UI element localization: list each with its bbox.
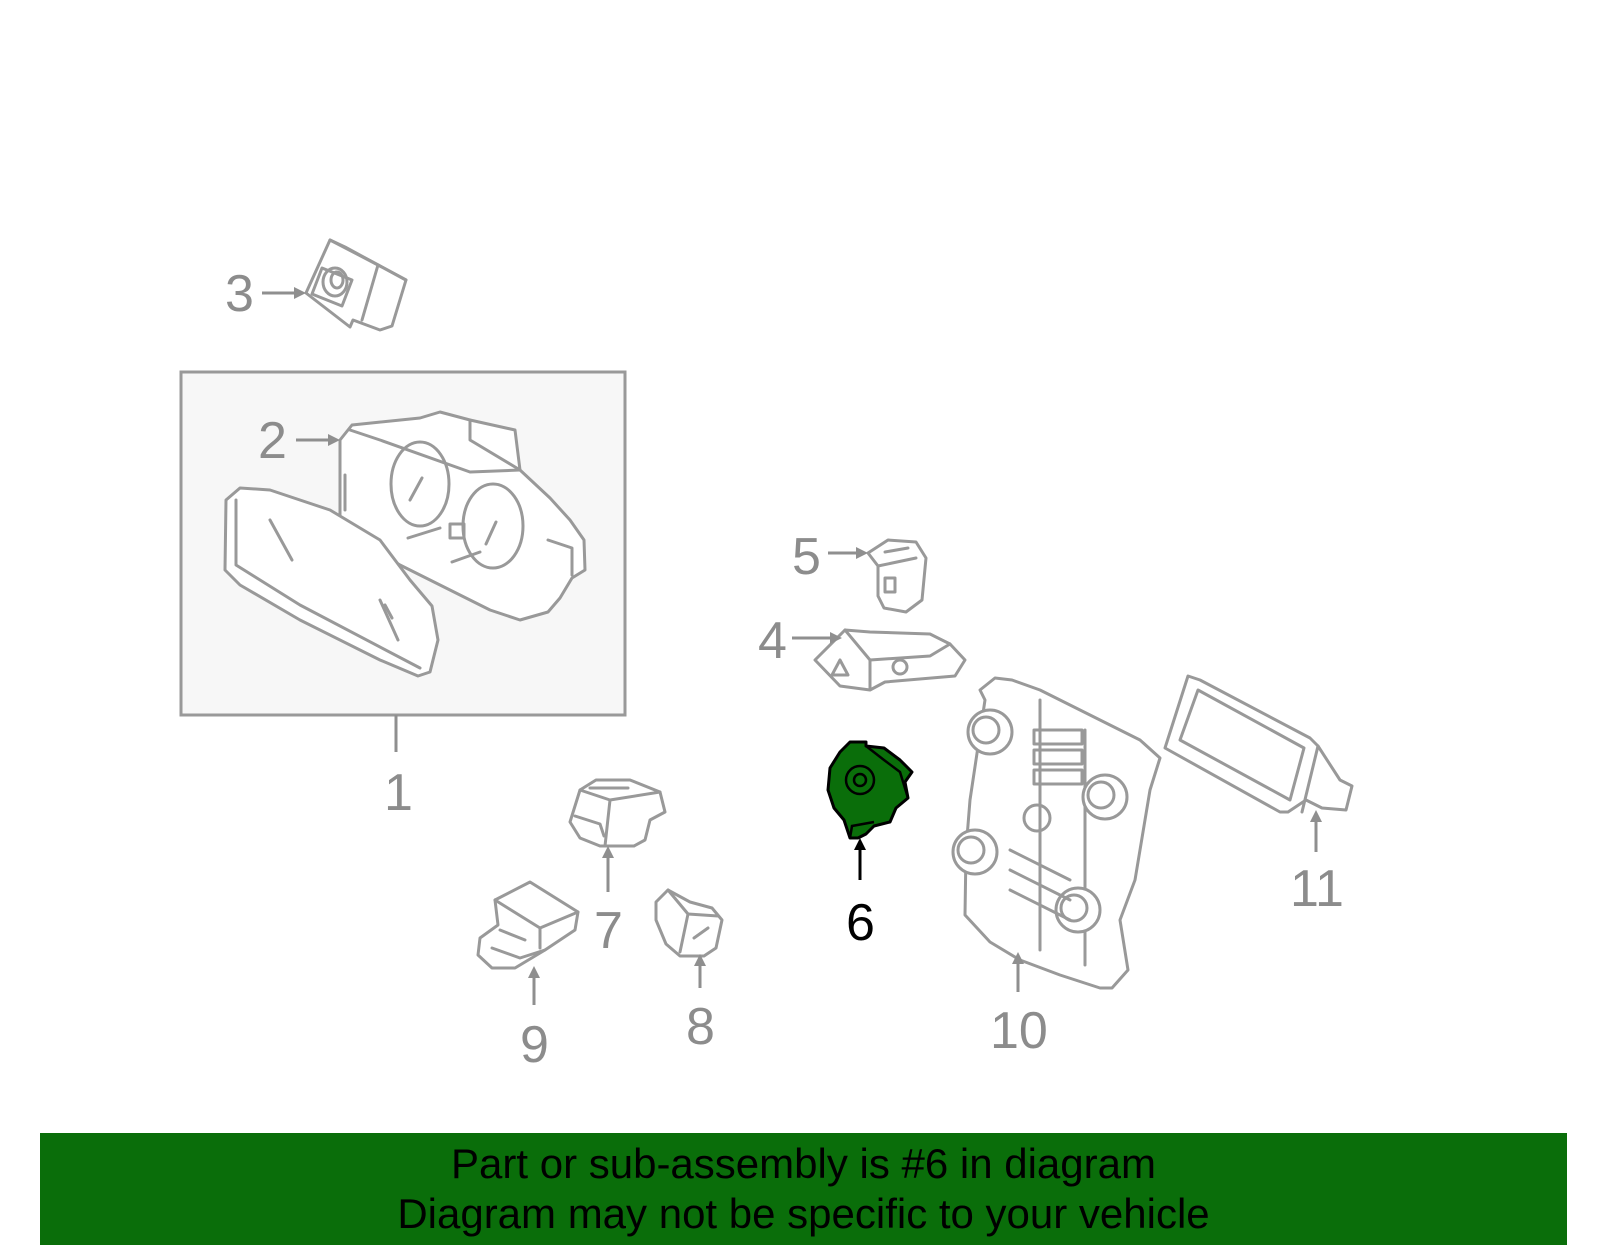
callout-7[interactable]: 7 [594,902,623,960]
callout-11[interactable]: 11 [1290,860,1344,918]
part-2-instrument-cluster[interactable] [338,410,587,622]
callout-9[interactable]: 9 [520,1016,549,1074]
leader-4 [792,632,842,644]
part-1-cluster-lens[interactable] [223,486,440,678]
leader-10 [1012,952,1024,992]
banner-line-2: Diagram may not be specific to your vehi… [397,1190,1210,1237]
leader-2 [296,434,340,446]
callout-4[interactable]: 4 [758,612,787,670]
banner-line-1: Part or sub-assembly is #6 in diagram [451,1140,1156,1187]
callout-8[interactable]: 8 [686,998,715,1056]
leader-11 [1310,810,1322,852]
leader-7 [602,846,614,892]
part-8-knob[interactable] [654,888,724,958]
part-10-climate-panel[interactable] [951,676,1162,990]
part-3-switch[interactable] [304,238,408,332]
part-4-hazard-switch[interactable] [813,628,967,692]
leader-9 [528,966,540,1005]
callout-3[interactable]: 3 [225,265,254,323]
callout-10[interactable]: 10 [990,1002,1048,1060]
leader-6 [854,838,866,880]
part-7-switch[interactable] [568,778,667,848]
callout-2[interactable]: 2 [258,412,287,470]
part-5-switch[interactable] [866,538,928,614]
leader-5 [828,547,868,559]
callout-1[interactable]: 1 [384,764,413,822]
leader-8 [694,954,706,988]
info-banner: Part or sub-assembly is #6 in diagram Di… [40,1133,1567,1245]
part-6-selected[interactable] [826,740,914,840]
leader-3 [262,287,306,299]
part-9-switch[interactable] [476,880,580,970]
part-11-display[interactable] [1163,674,1354,814]
callout-5[interactable]: 5 [792,528,821,586]
callout-6[interactable]: 6 [846,894,875,952]
